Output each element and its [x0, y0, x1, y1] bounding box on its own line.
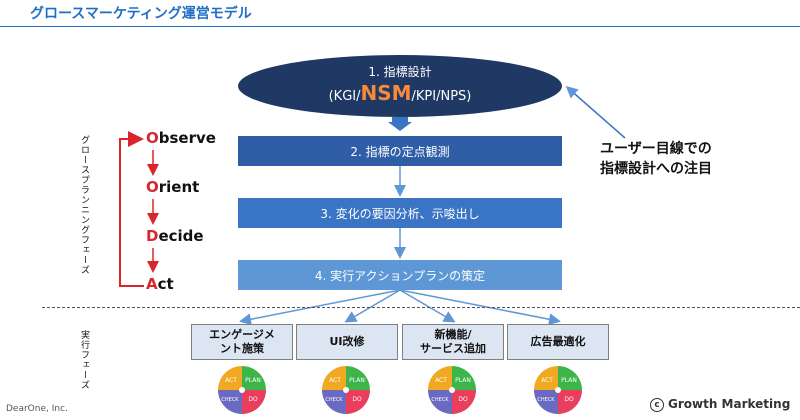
svg-text:ACT: ACT — [435, 377, 447, 384]
execution-ui: UI改修 — [296, 324, 398, 360]
execution-engagement: エンゲージメント施策 — [191, 324, 293, 360]
execution-ad-optimization: 広告最適化 — [507, 324, 609, 360]
phase-divider — [42, 307, 800, 308]
svg-text:CHECK: CHECK — [325, 397, 343, 403]
svg-text:CHECK: CHECK — [537, 397, 555, 403]
step-4-box: 4. 実行アクションプランの策定 — [238, 260, 562, 290]
copyright-icon: c — [650, 397, 664, 412]
svg-text:DO: DO — [458, 396, 468, 403]
execution-new-features: 新機能/サービス追加 — [402, 324, 504, 360]
svg-text:PLAN: PLAN — [245, 377, 261, 384]
pdca-cycle-icon: ACT PLAN CHECK DO — [428, 366, 476, 414]
ellipse-line2: (KGI/NSM/KPI/NPS) — [328, 81, 472, 105]
pdca-cycle-icon: ACT PLAN CHECK DO — [218, 366, 266, 414]
svg-text:PLAN: PLAN — [349, 377, 365, 384]
ooda-loop-line — [119, 131, 144, 287]
step-2-box: 2. 指標の定点観測 — [238, 136, 562, 166]
ooda-decide: Decide — [146, 227, 204, 245]
svg-text:ACT: ACT — [225, 377, 237, 384]
execution-phase-label: 実行フェーズ — [79, 330, 89, 390]
company-name: DearOne, Inc. — [6, 404, 68, 414]
pdca-cycle-icon: ACT PLAN CHECK DO — [322, 366, 370, 414]
ellipse-line1: 1. 指標設計 — [368, 65, 432, 79]
svg-text:CHECK: CHECK — [431, 397, 449, 403]
svg-text:PLAN: PLAN — [455, 377, 471, 384]
svg-text:ACT: ACT — [329, 377, 341, 384]
note-arrow — [565, 86, 626, 139]
svg-text:DO: DO — [564, 396, 574, 403]
ooda-act: Act — [146, 275, 174, 293]
svg-text:PLAN: PLAN — [561, 377, 577, 384]
svg-text:ACT: ACT — [541, 377, 553, 384]
ooda-observe: Observe — [146, 129, 216, 147]
step-3-box: 3. 変化の要因分析、示唆出し — [238, 198, 562, 228]
svg-text:CHECK: CHECK — [221, 397, 239, 403]
planning-phase-label: グロースプランニングフェーズ — [79, 135, 89, 275]
metric-design-ellipse: 1. 指標設計 (KGI/NSM/KPI/NPS) — [238, 55, 562, 117]
title-underline — [0, 26, 800, 27]
user-perspective-note: ユーザー目線での 指標設計への注目 — [600, 141, 712, 177]
down-arrow-icon — [388, 117, 412, 131]
ooda-orient: Orient — [146, 178, 200, 196]
pdca-cycle-icon: ACT PLAN CHECK DO — [534, 366, 582, 414]
svg-text:DO: DO — [248, 396, 258, 403]
page-title: グロースマーケティング運営モデル — [30, 6, 252, 22]
svg-text:DO: DO — [352, 396, 362, 403]
